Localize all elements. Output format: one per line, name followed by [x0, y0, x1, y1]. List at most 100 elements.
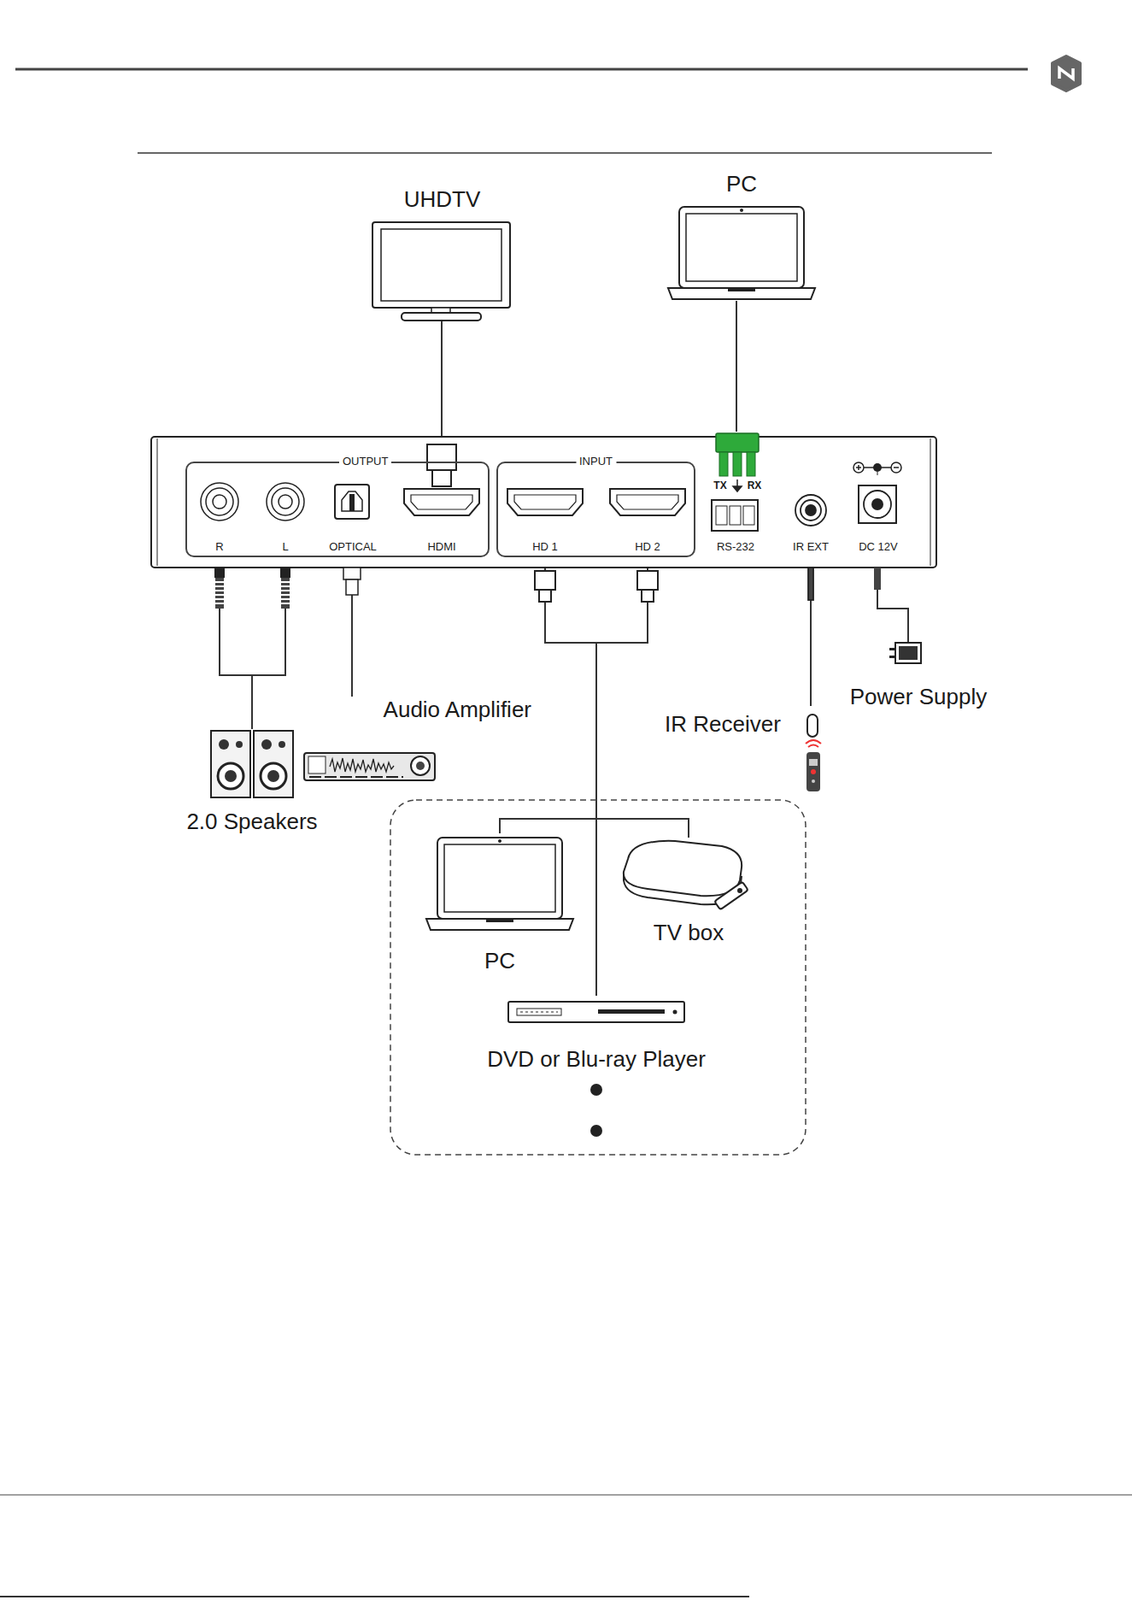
rca-jack [271, 487, 300, 516]
laptop-icon [426, 837, 574, 930]
group-label: INPUT [575, 454, 616, 469]
rca-plug [215, 580, 224, 607]
ir-receiver-icon [805, 739, 822, 747]
ir-receiver-icon [809, 758, 818, 766]
cable [499, 553, 597, 833]
ir-receiver: IR Receiver [664, 705, 828, 744]
rca-plug [281, 577, 290, 609]
rca-jack [266, 482, 305, 521]
dc-jack [893, 466, 899, 469]
source-device: DVD or Blu-ray Player [483, 995, 710, 1073]
amplifier-icon [329, 757, 394, 772]
amplifier-icon [416, 761, 425, 770]
tv-box-icon [623, 840, 742, 896]
speakers-icon [217, 762, 244, 789]
amplifier-icon [304, 752, 435, 781]
group-label: OUTPUT [339, 454, 392, 469]
dc-jack [891, 462, 902, 473]
dvd-player-icon [673, 1009, 678, 1015]
amplifier-icon [308, 756, 326, 774]
hdmi-plug [432, 469, 452, 487]
device-label: 2.0 Speakers [186, 808, 317, 835]
speakers-icon [278, 740, 286, 748]
rs232-terminal [715, 505, 728, 525]
tv-box-icon [623, 840, 749, 910]
hdmi-output-port: HDMI [401, 468, 482, 554]
dc-jack [873, 463, 882, 472]
power-adapter-icon [889, 636, 921, 663]
ir-receiver-icon [810, 768, 816, 775]
hdmi-plug [534, 570, 556, 590]
hdmi-plug [427, 444, 457, 470]
cable [219, 553, 253, 729]
dc-jack [853, 462, 902, 590]
speakers-icon [260, 762, 287, 789]
port-label: IR EXT [792, 539, 829, 554]
tv-icon [372, 222, 511, 321]
optical-port [334, 484, 370, 519]
source-group [590, 1083, 603, 1096]
ir-receiver-icon [805, 714, 822, 792]
hdmi-plug [539, 589, 552, 602]
optical-port [334, 484, 370, 519]
amplifier-icon [410, 756, 430, 775]
dvd-player-icon [508, 1001, 685, 1022]
port-label: L [281, 539, 288, 554]
power-adapter-icon [898, 645, 918, 660]
speakers-icon [267, 769, 280, 782]
hdmi-port [410, 494, 473, 510]
dvd-player-icon [516, 1008, 562, 1015]
ir-port: IR EXT [785, 478, 836, 554]
hdmi-plug [641, 589, 654, 602]
speakers-icon [211, 730, 251, 798]
tv-icon [381, 228, 502, 301]
port-label: HD 2 [634, 539, 661, 554]
rs232-terminal [743, 505, 755, 525]
laptop-icon [426, 837, 574, 930]
hdmi-port [514, 494, 576, 510]
cable [596, 553, 648, 996]
port-label: HD 1 [532, 539, 558, 554]
speakers-icon [224, 769, 237, 782]
rs232-terminal [733, 451, 742, 476]
speakers-icon [253, 730, 294, 798]
optical-plug [343, 567, 361, 595]
pin-label: TX [713, 480, 727, 492]
speakers-icon [218, 739, 229, 750]
cable [252, 553, 286, 729]
hdmi-port [609, 488, 686, 516]
hdmi-port [404, 488, 686, 516]
device-label: TV box [653, 919, 724, 946]
power-adapter-icon [889, 647, 896, 651]
optical-port: OPTICAL [324, 478, 382, 554]
tv-icon [372, 222, 511, 308]
dc-jack [853, 462, 864, 473]
power-adapter-icon [907, 636, 910, 643]
brand-logo [1059, 68, 1074, 79]
rca-plug [214, 567, 291, 609]
port-label: DC 12V [858, 539, 898, 554]
cable [499, 553, 648, 833]
cable [596, 553, 689, 838]
power-adapter-icon [889, 655, 896, 658]
rca-plug [215, 577, 224, 609]
rs232-terminal [729, 505, 741, 525]
rs232-terminal [733, 479, 742, 492]
optical-plug [346, 579, 358, 595]
rca-jack [200, 482, 305, 521]
ir-jack [795, 494, 827, 526]
ir-receiver-icon [811, 779, 816, 783]
rca-jack [212, 494, 227, 509]
dc-jack [857, 464, 860, 470]
audio-amplifier: Audio Amplifier [300, 696, 532, 782]
page-rule [15, 68, 1028, 71]
device-label: DVD or Blu-ray Player [486, 1045, 706, 1073]
laptop-icon [668, 206, 816, 300]
rs232-terminal [715, 433, 759, 452]
hdmi-input-port: HD 1 [505, 478, 585, 554]
cable [735, 300, 738, 432]
dc-jack [871, 498, 884, 511]
port-label: RS-232 [716, 539, 755, 554]
